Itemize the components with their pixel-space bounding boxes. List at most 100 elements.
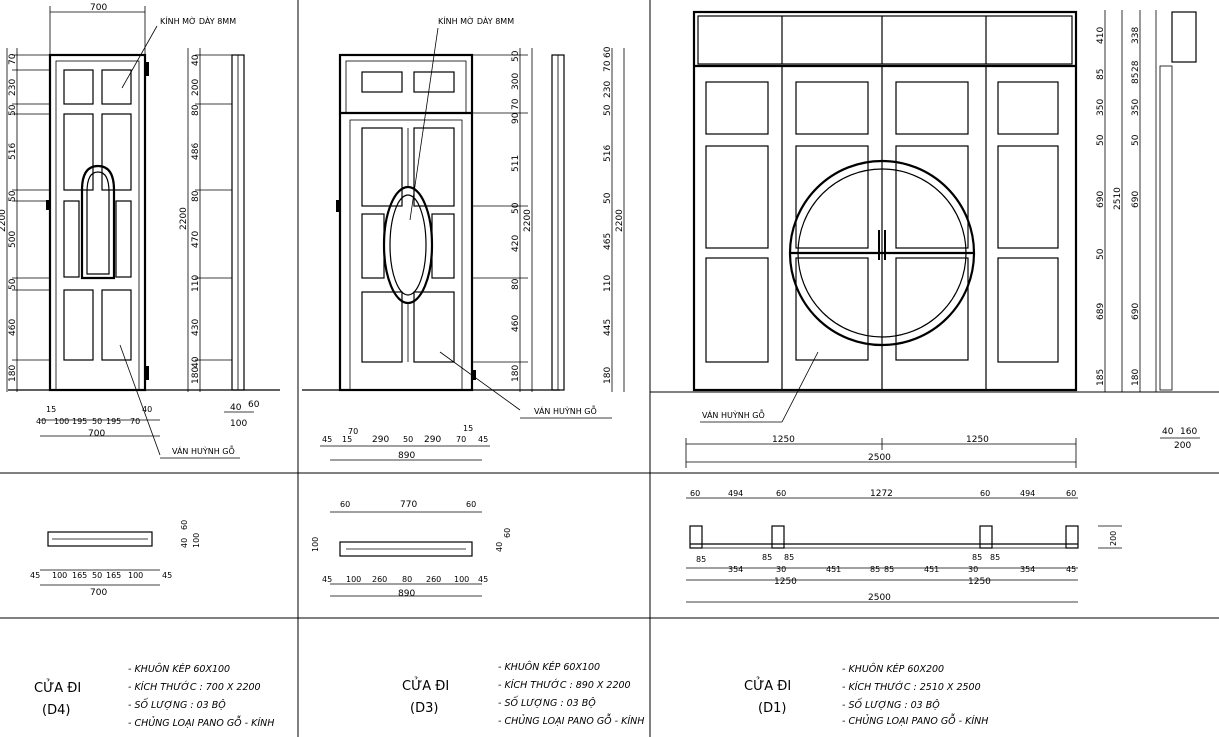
d4-spec: - CHỦNG LOẠI PANO GỖ - KÍNH <box>128 716 274 729</box>
d4-wood-panel <box>101 113 132 191</box>
d3-dim: 180 <box>511 365 521 382</box>
d3-plan-dim: 60 <box>503 528 512 538</box>
d1-plan-dim: 85 <box>870 565 880 574</box>
d3-glass-oval <box>389 194 427 296</box>
d4-plan-dim: 45 <box>162 571 172 580</box>
d3-dim: 15 <box>342 435 352 444</box>
d4-plan-dim: 100 <box>192 533 201 548</box>
d3-dim: 50 <box>403 435 413 444</box>
d3-dim: 420 <box>511 235 521 252</box>
d1-width-total: 2500 <box>868 453 891 463</box>
d1-wood-panel <box>705 81 769 135</box>
d1-plan-dim: 494 <box>728 489 743 498</box>
d4-elevation: 70 230 50 516 50 500 50 460 180 2200 700… <box>0 3 280 459</box>
d4-dim: 500 <box>8 231 18 248</box>
d4-dim: 180 <box>8 365 18 382</box>
d1-plan-total: 2500 <box>868 593 891 603</box>
d3-width-total: 890 <box>398 451 415 461</box>
d3-dim: 70 <box>511 98 521 110</box>
d1-plan-dim: 354 <box>728 565 743 574</box>
d1-dim: 350 <box>1096 99 1106 116</box>
d3-wood-panel <box>413 291 455 363</box>
d4-glass-arch <box>86 171 110 275</box>
d1-dim: 28 <box>1131 60 1141 72</box>
d4-plan-dim: 165 <box>72 571 87 580</box>
d4-plan-dim: 100 <box>128 571 143 580</box>
d1-wood-panel <box>997 81 1059 135</box>
d1-dim: 690 <box>1131 303 1141 320</box>
d3-plan-dim: 770 <box>400 500 417 510</box>
d1-plan-dim: 494 <box>1020 489 1035 498</box>
d1-wood-panel <box>705 257 769 363</box>
d3-dim: 445 <box>603 319 613 336</box>
d4-dim: 70 <box>8 53 18 65</box>
d3-dim: 70 <box>348 427 358 436</box>
d1-plan-dim: 85 <box>884 565 894 574</box>
d3-title: CỬA ĐI <box>402 677 449 694</box>
d1-plan-dim: 60 <box>1066 489 1076 498</box>
d3-glass-panel <box>413 71 455 93</box>
d3-dim: 180 <box>603 367 613 384</box>
d1-wood-panel <box>795 257 869 361</box>
d3-plan-dim: 40 <box>495 542 504 552</box>
d3-dim: 80 <box>511 278 521 290</box>
d3-plan-total: 890 <box>398 589 415 599</box>
d3-code: (D3) <box>410 701 438 716</box>
d3-side-height: 2200 <box>615 209 625 232</box>
d3-dim: 300 <box>511 73 521 90</box>
d3-plan-dim: 100 <box>346 575 361 584</box>
d3-dim: 110 <box>603 275 613 292</box>
d1-spec: - KHUÔN KÉP 60X200 <box>842 663 944 675</box>
d4-plan-dim: 40 <box>180 538 189 548</box>
d4-dim: 195 <box>106 417 121 426</box>
d4-dim: 50 <box>8 278 18 290</box>
d3-dim: 60 <box>603 46 613 58</box>
d4-code: (D4) <box>42 703 70 718</box>
d4-dim: 100 <box>230 419 247 429</box>
d1-dim: 1250 <box>966 435 989 445</box>
d4-dim: 15 <box>46 405 56 414</box>
d4-wood-panel <box>115 200 132 278</box>
d1-wood-panel <box>705 145 769 249</box>
d4-dim: 50 <box>8 190 18 202</box>
d3-dim: 50 <box>511 202 521 214</box>
d3-spec: - KÍCH THƯỚC : 890 X 2200 <box>498 679 631 691</box>
d4-dim: 80 <box>191 104 201 116</box>
d1-dim: 185 <box>1096 369 1106 386</box>
d3-dim: 50 <box>603 192 613 204</box>
d3-wood-panel <box>361 213 385 279</box>
d4-plan-total: 700 <box>90 588 107 598</box>
d3-plan-dim: 260 <box>426 575 441 584</box>
d1-dim: 690 <box>1096 191 1106 208</box>
d3-spec: - KHUÔN KÉP 60X100 <box>498 661 600 673</box>
d1-code: (D1) <box>758 701 786 716</box>
d4-dim: 486 <box>191 143 201 160</box>
d3-spec: - CHỦNG LOẠI PANO GỖ - KÍNH <box>498 714 644 727</box>
d3-dim: 90 <box>511 112 521 124</box>
d1-dim: 1250 <box>772 435 795 445</box>
d4-dim: 180 <box>191 367 201 384</box>
d1-wood-panel <box>997 145 1059 249</box>
d1-dim: 85 <box>1131 73 1141 84</box>
d1-dim: 689 <box>1096 303 1106 320</box>
d4-dim: 516 <box>8 143 18 160</box>
d3-dim: 290 <box>372 435 389 445</box>
d4-dim: 50 <box>92 417 102 426</box>
d3-wood-panel <box>361 127 403 207</box>
d4-dim: 195 <box>72 417 87 426</box>
d3-plan-dim: 60 <box>340 500 350 509</box>
d4-side-height: 2200 <box>179 207 189 230</box>
d4-plan-dim: 60 <box>180 520 189 530</box>
d4-glass-panel <box>101 69 132 105</box>
d3-plan-dim: 45 <box>322 575 332 584</box>
d3-height: 2200 <box>523 209 533 232</box>
d4-plan: 45 100 165 50 165 100 45 700 60 40 100 <box>30 520 201 598</box>
d3-plan: 60 770 60 45 100 260 80 260 100 45 890 1… <box>311 500 512 599</box>
d1-plan-dim: 85 <box>696 555 706 564</box>
d4-dim: 50 <box>8 104 18 116</box>
d1-wood-panel <box>795 145 869 249</box>
d1-height: 2510 <box>1113 187 1123 210</box>
d1-dim: 338 <box>1131 27 1141 44</box>
d3-dim: 460 <box>511 315 521 332</box>
